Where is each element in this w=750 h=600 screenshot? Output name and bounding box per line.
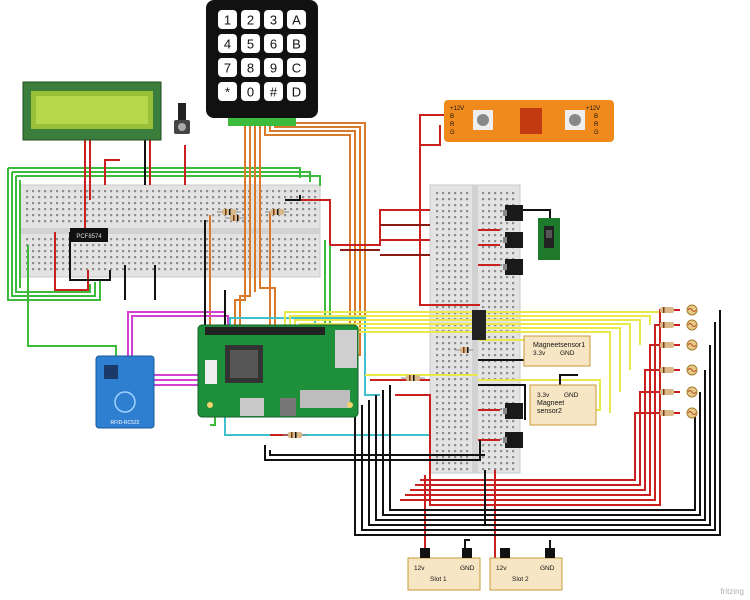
raspberry-pi bbox=[197, 324, 359, 418]
magnet-sensor-1-pin-right: GND bbox=[560, 350, 575, 357]
rfid-label: RFID-RC522 bbox=[111, 420, 140, 426]
keypad-key[interactable]: # bbox=[264, 82, 283, 101]
light-sensor bbox=[660, 364, 698, 376]
keypad-key[interactable]: 8 bbox=[241, 58, 260, 77]
light-sensors bbox=[660, 304, 698, 419]
keypad-key[interactable]: 0 bbox=[241, 82, 260, 101]
keypad-key[interactable]: 2 bbox=[241, 10, 260, 29]
keypad-key[interactable]: 4 bbox=[218, 34, 237, 53]
magnet-sensor-1-name: Magneetsensor1 bbox=[533, 342, 585, 349]
keypad-key-label: 8 bbox=[247, 61, 254, 76]
strip-right-12v: +12V bbox=[586, 106, 600, 112]
keypad-key-label: C bbox=[292, 61, 301, 76]
keypad-key-label: 9 bbox=[270, 61, 277, 76]
keypad-key-label: 0 bbox=[247, 85, 254, 100]
strip-left-g: G bbox=[450, 130, 455, 136]
i2c-backpack: PCF8574 bbox=[70, 228, 108, 242]
slot-2: 12v GND Slot 2 bbox=[489, 548, 563, 591]
keypad-key-label: 6 bbox=[270, 37, 277, 52]
keypad-key[interactable]: D bbox=[287, 82, 306, 101]
resistor bbox=[265, 209, 289, 215]
transistors bbox=[503, 205, 523, 448]
fritzing-watermark: fritzing bbox=[720, 587, 744, 596]
keypad-key-label: 5 bbox=[247, 37, 254, 52]
light-sensor bbox=[660, 319, 698, 331]
keypad-key[interactable]: * bbox=[218, 82, 237, 101]
light-sensor bbox=[660, 386, 698, 398]
wire-group-darkred bbox=[340, 224, 430, 256]
keypad-key-label: A bbox=[292, 13, 301, 28]
keypad-key[interactable]: 3 bbox=[264, 10, 283, 29]
potentiometer[interactable] bbox=[174, 103, 190, 134]
lcd-display bbox=[22, 81, 162, 141]
rfid-reader: RFID-RC522 bbox=[95, 355, 155, 429]
slot-1-name: Slot 1 bbox=[430, 576, 447, 583]
wire-group-black bbox=[69, 140, 721, 550]
magnet-sensor-2: 3.3v GND Magneet sensor2 bbox=[529, 384, 597, 426]
keypad-key-label: 4 bbox=[224, 37, 231, 52]
slot-1: 12v GND Slot 1 bbox=[407, 548, 481, 591]
keypad-key[interactable]: 1 bbox=[218, 10, 237, 29]
light-sensor bbox=[660, 407, 698, 419]
keypad-key-label: 3 bbox=[270, 13, 277, 28]
strip-left-12v: +12V bbox=[450, 106, 464, 112]
keypad-key-label: 1 bbox=[224, 13, 231, 28]
light-sensor bbox=[660, 339, 698, 351]
breadboard-main bbox=[19, 184, 321, 278]
ic-chip bbox=[472, 310, 486, 340]
keypad-key-label: D bbox=[292, 85, 301, 100]
keypad-key-label: # bbox=[270, 85, 278, 100]
keypad-key-label: B bbox=[292, 37, 301, 52]
keypad-key[interactable]: 5 bbox=[241, 34, 260, 53]
keypad-key[interactable]: 9 bbox=[264, 58, 283, 77]
strip-left-r: R bbox=[450, 122, 455, 128]
magnet-sensor-2-name-line2: sensor2 bbox=[537, 408, 562, 415]
slot-1-pin-right: GND bbox=[460, 565, 475, 572]
power-switch[interactable] bbox=[538, 218, 560, 260]
light-sensor bbox=[660, 304, 698, 316]
magnet-sensor-2-name-line1: Magneet bbox=[537, 400, 564, 407]
resistor bbox=[217, 209, 241, 215]
resistor bbox=[401, 375, 425, 381]
slot-2-name: Slot 2 bbox=[512, 576, 529, 583]
resistor bbox=[283, 432, 307, 438]
keypad-key-label: 2 bbox=[247, 13, 254, 28]
resistor bbox=[455, 347, 473, 353]
led-strip: +12V B R G +12V B R G bbox=[444, 100, 614, 142]
resistors bbox=[217, 209, 473, 438]
i2c-backpack-label: PCF8574 bbox=[76, 234, 102, 240]
resistor bbox=[225, 215, 245, 221]
slot-2-pin-left: 12v bbox=[496, 565, 507, 572]
keypad-key[interactable]: 7 bbox=[218, 58, 237, 77]
magnet-sensor-1-pin-left: 3.3v bbox=[533, 350, 546, 357]
strip-right-r: R bbox=[594, 122, 599, 128]
keypad-key[interactable]: B bbox=[287, 34, 306, 53]
strip-right-g: G bbox=[594, 130, 599, 136]
strip-left-b: B bbox=[450, 114, 454, 120]
magnet-sensor-1: Magneetsensor1 3.3v GND bbox=[523, 335, 591, 367]
strip-right-b: B bbox=[594, 114, 598, 120]
keypad-key-label: * bbox=[225, 85, 230, 100]
slot-1-pin-left: 12v bbox=[414, 565, 425, 572]
keypad-key[interactable]: A bbox=[287, 10, 306, 29]
slot-2-pin-right: GND bbox=[540, 565, 555, 572]
magnet-sensor-2-pin-right: GND bbox=[564, 392, 579, 399]
keypad-key-label: 7 bbox=[224, 61, 231, 76]
keypad-key[interactable]: 6 bbox=[264, 34, 283, 53]
keypad-key[interactable]: C bbox=[287, 58, 306, 77]
magnet-sensor-2-pin-left: 3.3v bbox=[537, 392, 550, 399]
